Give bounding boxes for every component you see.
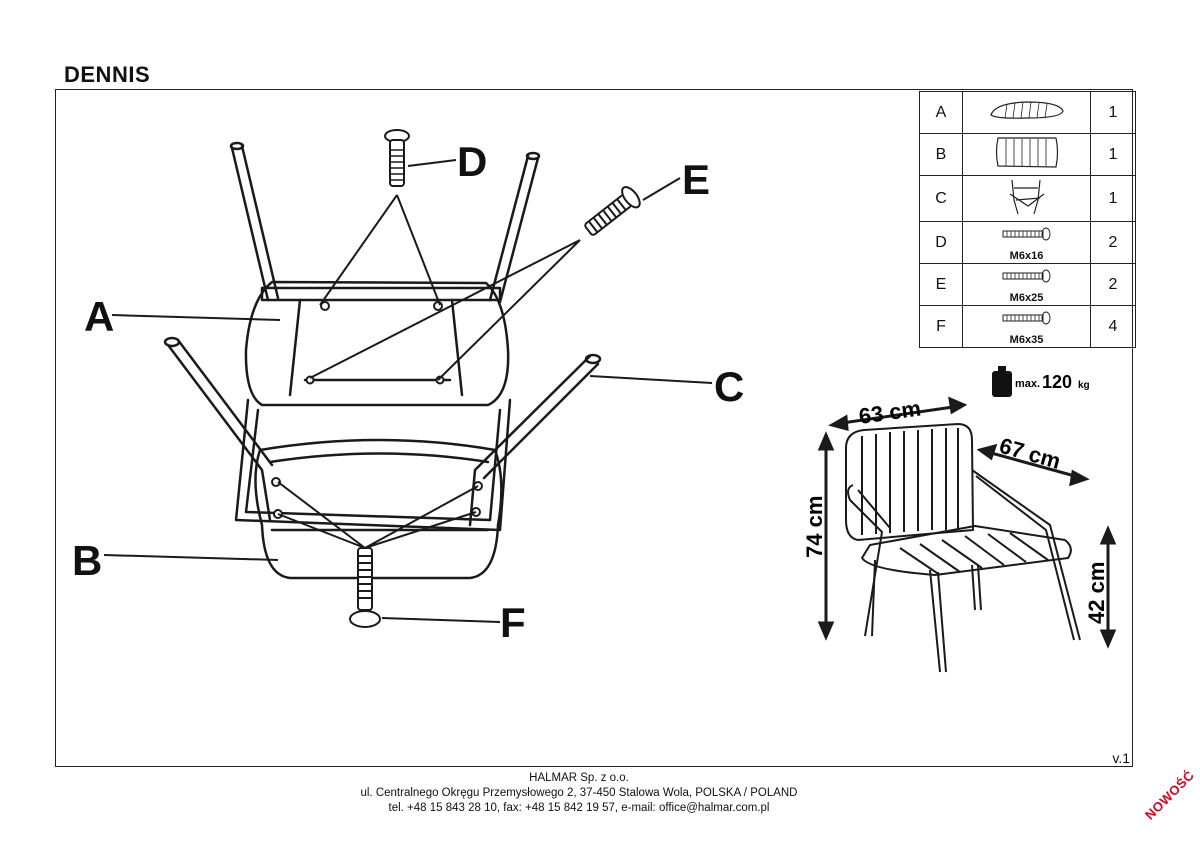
callout-b: B xyxy=(72,537,102,584)
dimension-seat-height: 42 cm xyxy=(1084,562,1109,624)
screw-f-icon xyxy=(349,547,381,628)
frame-top-rail xyxy=(260,286,502,302)
part-letter: D xyxy=(919,221,963,264)
table-row: A 1 xyxy=(919,91,1136,134)
drawing-frame xyxy=(55,89,1133,767)
armchair-drawing xyxy=(844,423,1081,673)
document-title: DENNIS xyxy=(64,62,151,87)
screw-icon xyxy=(1002,227,1051,241)
part-letter: F xyxy=(919,305,963,348)
part-letter: A xyxy=(919,91,963,134)
screw-e-icon xyxy=(584,186,641,236)
max-load-value: 120 xyxy=(1042,372,1072,392)
frame-icon xyxy=(1009,179,1044,215)
callout-f: F xyxy=(500,599,526,646)
part-qty: 2 xyxy=(1090,263,1136,306)
backrest-icon xyxy=(989,101,1064,119)
footer-contact: tel. +48 15 843 28 10, fax: +48 15 842 1… xyxy=(388,802,770,814)
dimension-depth: 67 cm xyxy=(997,433,1064,474)
screw-icon xyxy=(1002,311,1051,325)
part-qty: 1 xyxy=(1090,133,1136,176)
part-letter: E xyxy=(919,263,963,306)
screw-d-icon xyxy=(384,129,410,187)
callout-a: A xyxy=(84,293,114,340)
frame-back-left-leg xyxy=(230,144,280,302)
part-qty: 2 xyxy=(1090,221,1136,264)
screw-size-label: M6x25 xyxy=(1009,292,1044,304)
table-row: F M6x35 4 xyxy=(919,305,1136,348)
table-row: D M6x16 2 xyxy=(919,221,1136,264)
table-row: E M6x25 2 xyxy=(919,263,1136,306)
callout-d: D xyxy=(457,138,487,185)
seat-cushion-icon xyxy=(995,137,1058,168)
parts-table: A 1 B 1 C xyxy=(919,91,1136,348)
part-qty: 1 xyxy=(1090,175,1136,222)
max-load-unit: kg xyxy=(1078,380,1090,391)
footer: HALMAR Sp. z o.o. ul. Centralnego Okręgu… xyxy=(0,771,1158,816)
dimension-height: 74 cm xyxy=(802,496,827,558)
frame-front-right-leg xyxy=(468,354,600,527)
screw-size-label: M6x35 xyxy=(1009,334,1044,346)
table-row: C 1 xyxy=(919,175,1136,222)
part-letter: C xyxy=(919,175,963,222)
frame-back-right-leg xyxy=(488,154,540,304)
weight-icon xyxy=(992,366,1012,397)
footer-address: ul. Centralnego Okręgu Przemysłowego 2, … xyxy=(360,787,798,799)
frame-front-left-leg xyxy=(166,338,274,522)
part-qty: 1 xyxy=(1090,91,1136,134)
callout-c: C xyxy=(714,363,744,410)
version-label: v.1 xyxy=(1112,750,1130,766)
footer-company: HALMAR Sp. z o.o. xyxy=(529,772,629,784)
part-qty: 4 xyxy=(1090,305,1136,348)
callout-e: E xyxy=(682,156,710,203)
table-row: B 1 xyxy=(919,133,1136,176)
dimension-width: 63 cm xyxy=(857,396,922,429)
screw-icon xyxy=(1002,269,1051,283)
part-letter: B xyxy=(919,133,963,176)
seat-part xyxy=(254,438,503,580)
screw-size-label: M6x16 xyxy=(1009,250,1044,262)
max-load-prefix: max. xyxy=(1015,378,1040,390)
